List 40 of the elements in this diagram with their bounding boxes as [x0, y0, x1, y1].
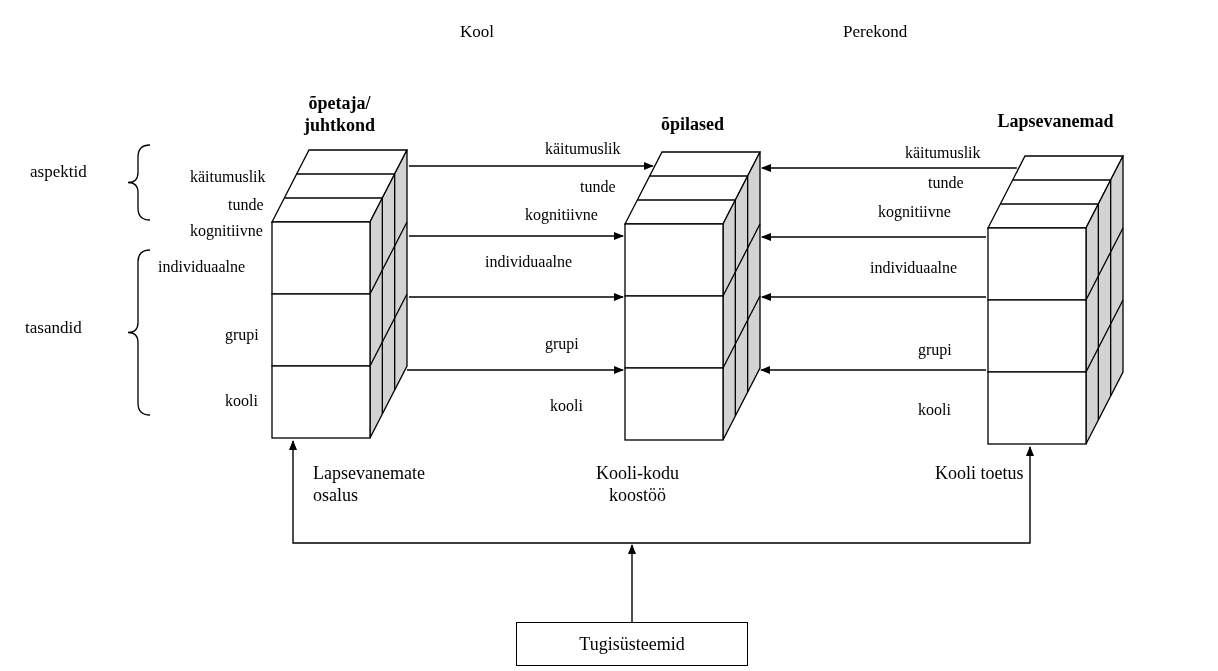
arrow	[289, 440, 633, 544]
arrow	[761, 233, 987, 241]
arrow	[408, 232, 624, 240]
arrow	[759, 366, 987, 374]
edge-label: Kooli toetus	[935, 462, 1025, 484]
arrow	[761, 293, 987, 301]
arrow	[631, 446, 1034, 544]
row-label: individuaalne	[870, 259, 958, 277]
group-heading: Perekond	[843, 22, 908, 42]
row-label: kognitiivne	[878, 203, 951, 221]
row-label: grupi	[545, 335, 579, 353]
arrow	[761, 164, 1018, 172]
column-heading: õpilased	[660, 113, 725, 135]
row-label: tunde	[928, 174, 964, 192]
brace-label: aspektid	[30, 162, 87, 182]
row-label: tunde	[580, 178, 616, 196]
arrow	[628, 544, 636, 623]
arrow	[408, 162, 654, 170]
row-label: grupi	[918, 341, 952, 359]
row-label: käitumuslik	[190, 168, 266, 186]
row-label: kooli	[550, 397, 583, 415]
row-label: kooli	[918, 401, 951, 419]
column-heading: õpetaja/ juhtkond	[302, 92, 376, 136]
row-label: individuaalne	[158, 258, 246, 276]
annotation-label: Kooli-kodu koostöö	[595, 462, 680, 506]
row-label: käitumuslik	[545, 140, 621, 158]
box-label: Tugisüsteemid	[579, 633, 685, 655]
row-label: individuaalne	[485, 253, 573, 271]
brace-label: tasandid	[25, 318, 82, 338]
column-heading: Lapsevanemad	[996, 110, 1115, 132]
edge-label: Lapsevanemate osalus	[313, 462, 426, 506]
group-heading: Kool	[460, 22, 494, 42]
row-label: kognitiivne	[525, 206, 598, 224]
row-label: tunde	[228, 196, 264, 214]
process-box	[516, 622, 748, 666]
row-label: kooli	[225, 392, 258, 410]
row-label: grupi	[225, 326, 259, 344]
arrow	[408, 293, 624, 301]
arrow	[406, 366, 624, 374]
row-label: käitumuslik	[905, 144, 981, 162]
